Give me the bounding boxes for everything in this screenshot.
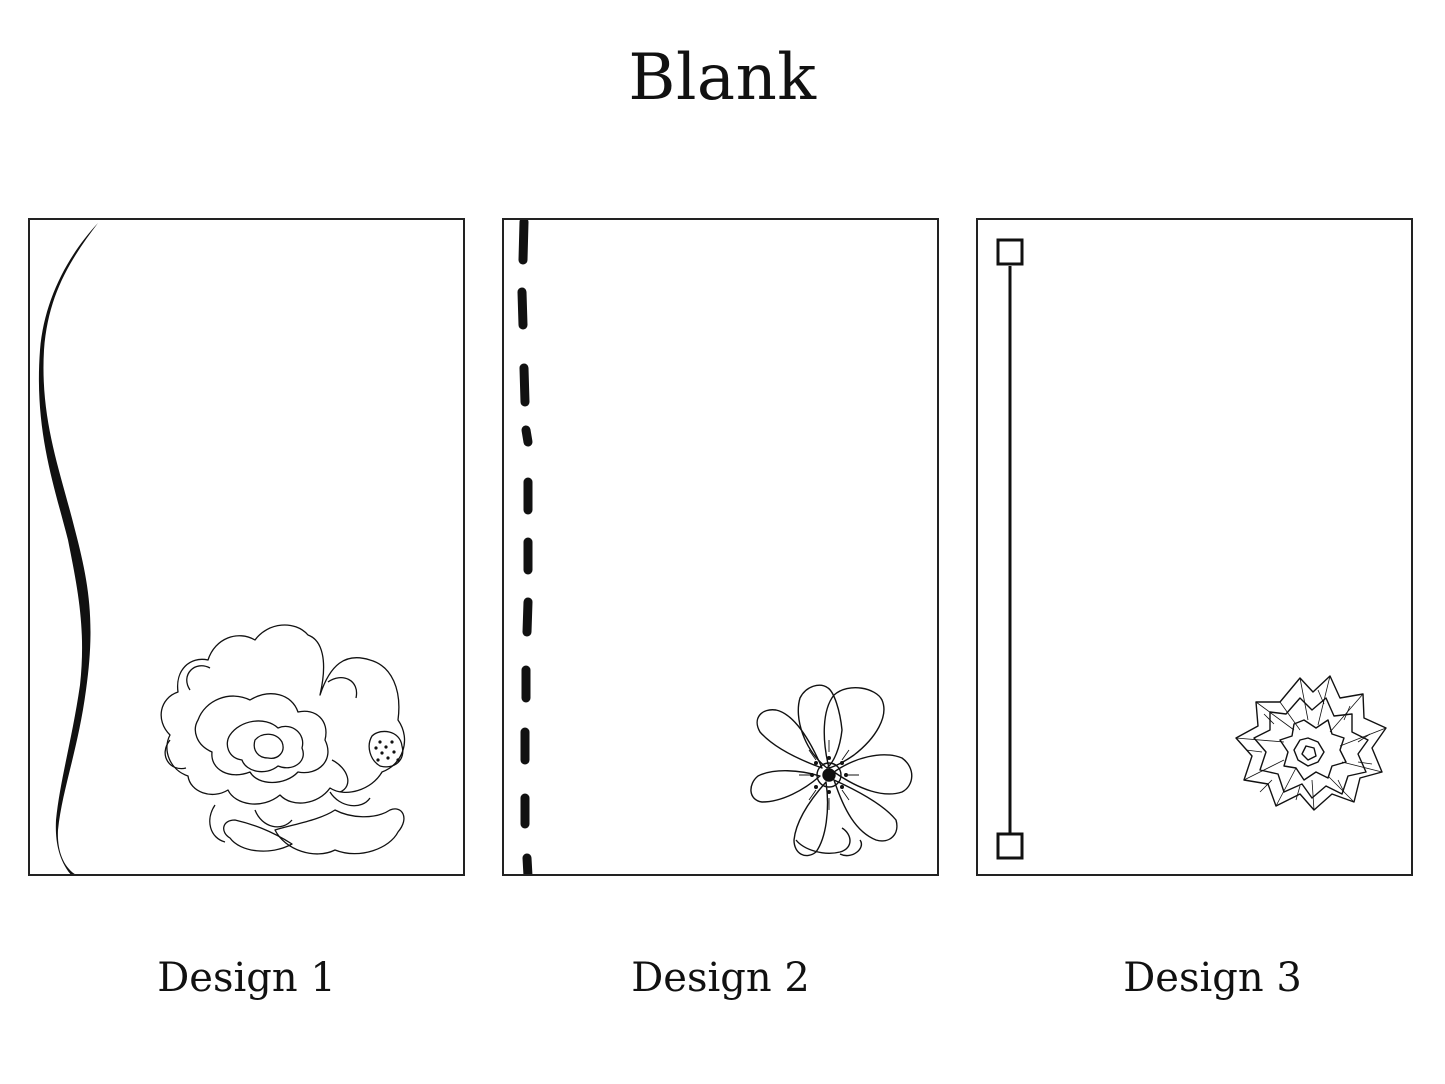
design-2-label: Design 2 <box>631 955 810 1001</box>
design-card-1[interactable] <box>28 218 465 876</box>
cosmos-center <box>816 762 842 788</box>
design-3-artwork <box>996 238 1387 860</box>
brush-stroke-border <box>38 223 98 874</box>
design-1-label: Design 1 <box>157 955 336 1001</box>
bottom-square-icon <box>996 832 1024 860</box>
design-card-3[interactable] <box>976 218 1413 876</box>
stamen-dots <box>374 740 400 762</box>
top-square-icon <box>996 238 1024 266</box>
design-card-2[interactable] <box>502 218 939 876</box>
design-1-artwork <box>38 223 406 874</box>
cosmos-stamens <box>810 756 848 794</box>
page-title: Blank <box>628 41 817 115</box>
design-2-artwork <box>517 220 913 874</box>
line-with-squares-border <box>996 238 1024 860</box>
peony-flower-icon <box>160 624 406 855</box>
design-3-label: Design 3 <box>1123 955 1302 1001</box>
dashed-line-border <box>517 220 533 874</box>
succulent-flower-icon <box>1235 675 1387 811</box>
cosmos-flower-icon <box>750 684 913 857</box>
